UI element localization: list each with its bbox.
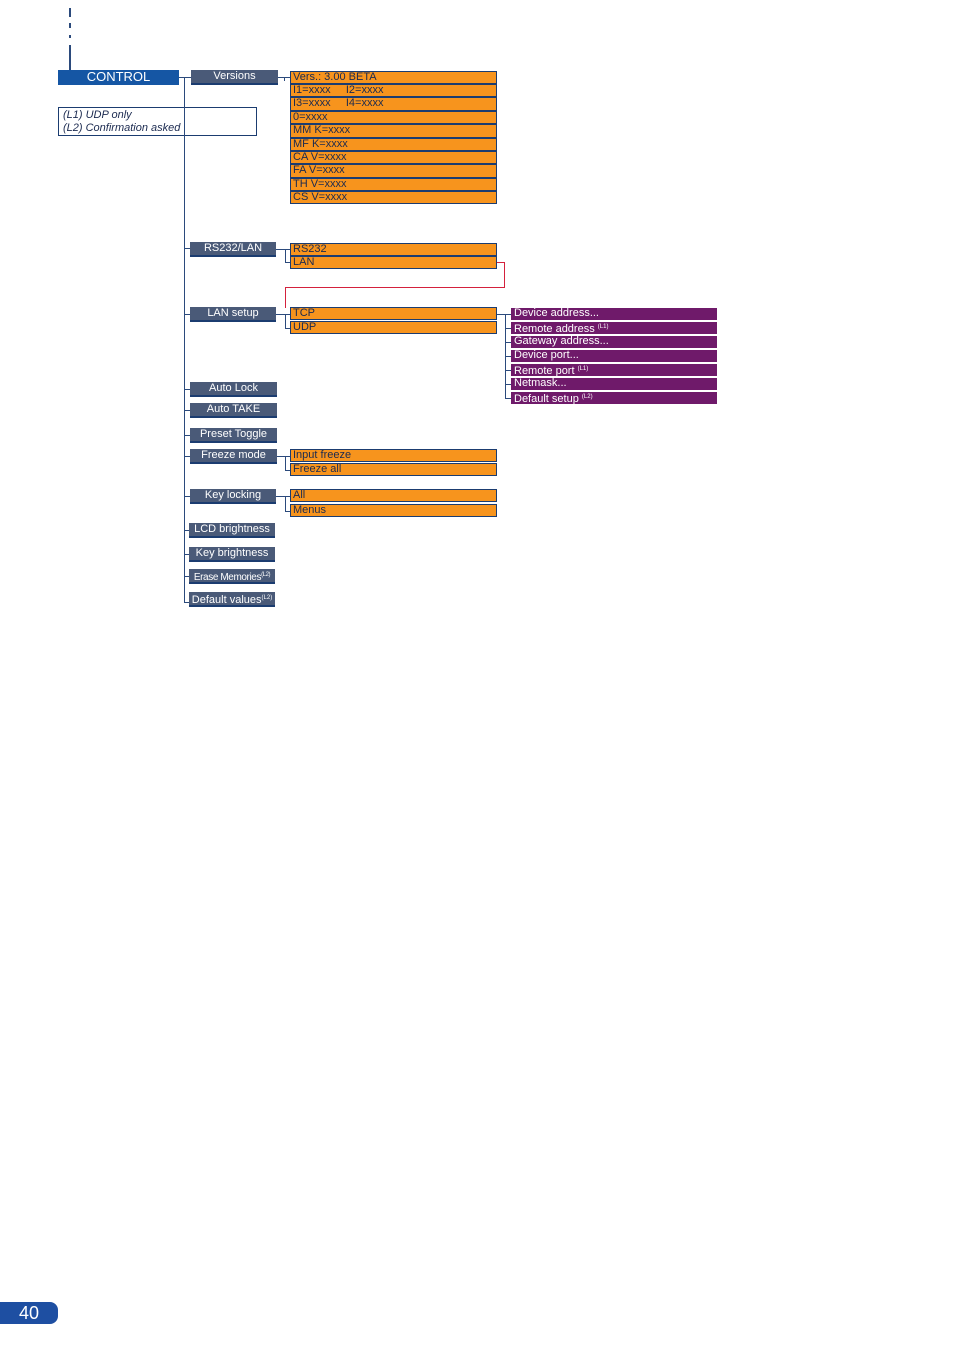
rs232lan-branch [285, 262, 290, 263]
version-row: I3=xxxx I4=xxxx [290, 97, 497, 111]
menu-branch [184, 496, 190, 497]
keylock-connector [276, 496, 290, 497]
spine-solid [69, 45, 71, 70]
menu-trunk [184, 77, 185, 603]
menu-branch [184, 576, 190, 577]
tcp-option[interactable]: Netmask... [511, 378, 717, 390]
version-row: CA V=xxxx [290, 151, 497, 164]
freeze-connector [277, 456, 290, 457]
menu-preset-toggle[interactable]: Preset Toggle [190, 428, 277, 443]
version-row: Vers.: 3.00 BETA [290, 71, 497, 84]
option-input-freeze[interactable]: Input freeze [290, 449, 497, 462]
tcp-option[interactable]: Device port... [511, 350, 717, 362]
tcp-branch [505, 370, 511, 371]
tcp-connector [497, 314, 511, 315]
menu-lcd-brightness[interactable]: LCD brightness [189, 523, 275, 538]
tcp-option-label: Default setup [514, 393, 579, 405]
menu-erase-memories-label: Erase Memories [193, 572, 262, 583]
version-row: MF K=xxxx [290, 138, 497, 151]
menu-key-brightness[interactable]: Key brightness [189, 547, 275, 562]
tcp-option-note: (L1) [597, 324, 609, 330]
menu-erase-memories[interactable]: Erase Memories(L2) [189, 569, 275, 584]
lansetup-vert [285, 314, 286, 328]
legend-note-l1: (L1) UDP only [63, 109, 132, 121]
menu-branch [184, 530, 190, 531]
menu-branch [184, 554, 190, 555]
menu-branch [184, 602, 190, 603]
tcp-option-note: (L1) [577, 366, 589, 372]
legend-notes: (L1) UDP only (L2) Confirmation asked [58, 107, 257, 136]
tcp-option[interactable]: Device address... [511, 308, 717, 320]
menu-lan-setup[interactable]: LAN setup [190, 307, 276, 322]
menu-erase-memories-note: (L2) [261, 572, 271, 578]
menu-branch [184, 410, 190, 411]
tcp-option-label: Remote address [514, 323, 595, 335]
tcp-option-note: (L2) [581, 394, 593, 400]
lan-link [497, 262, 505, 263]
tcp-option[interactable]: Remote port (L1) [511, 364, 717, 377]
spine-dash-1 [69, 8, 71, 17]
tcp-option-label: Remote port [514, 365, 575, 377]
tcp-branch [505, 356, 511, 357]
tcp-branch [505, 342, 511, 343]
menu-freeze-mode[interactable]: Freeze mode [190, 449, 277, 464]
rs232lan-connector [276, 249, 290, 250]
version-row: TH V=xxxx [290, 178, 497, 191]
control-root-button[interactable]: CONTROL [58, 70, 179, 85]
option-rs232[interactable]: RS232 [290, 243, 497, 256]
option-freeze-all[interactable]: Freeze all [290, 463, 497, 476]
menu-branch [184, 456, 190, 457]
version-row: I1=xxxx I2=xxxx [290, 84, 497, 97]
option-udp[interactable]: UDP [290, 321, 497, 334]
lan-link [504, 262, 505, 288]
menu-key-locking[interactable]: Key locking [190, 489, 276, 504]
lansetup-connector [276, 314, 290, 315]
option-menus[interactable]: Menus [290, 504, 497, 517]
tcp-branch [505, 328, 511, 329]
menu-default-values-note: (L2) [261, 595, 273, 601]
lan-link [285, 287, 505, 288]
version-row: MM K=xxxx [290, 124, 497, 138]
tcp-option[interactable]: Default setup (L2) [511, 392, 717, 405]
freeze-branch [285, 470, 290, 471]
menu-default-values[interactable]: Default values(L2) [189, 592, 275, 607]
tcp-branch [505, 384, 511, 385]
menu-auto-lock[interactable]: Auto Lock [190, 382, 277, 397]
menu-branch [184, 314, 190, 315]
menu-branch [184, 435, 190, 436]
option-tcp[interactable]: TCP [290, 307, 497, 320]
lan-link [285, 287, 286, 308]
keylock-vert [285, 496, 286, 511]
keylock-branch [285, 511, 290, 512]
rs232lan-vert [285, 249, 286, 262]
legend-note-l2: (L2) Confirmation asked [63, 122, 181, 134]
lansetup-branch [285, 328, 290, 329]
menu-versions[interactable]: Versions [191, 70, 278, 85]
versions-stub [284, 77, 285, 81]
menu-branch [184, 389, 190, 390]
menu-rs232-lan[interactable]: RS232/LAN [190, 242, 276, 257]
menu-branch [184, 248, 190, 249]
menu-default-values-label: Default values [191, 594, 262, 606]
page-number: 40 [0, 1302, 58, 1324]
option-all[interactable]: All [290, 489, 497, 502]
menu-auto-take[interactable]: Auto TAKE [190, 403, 277, 418]
spine-dash-2 [69, 23, 71, 28]
tcp-option[interactable]: Gateway address... [511, 336, 717, 348]
freeze-vert [285, 456, 286, 470]
version-row: FA V=xxxx [290, 164, 497, 178]
tcp-option[interactable]: Remote address (L1) [511, 322, 717, 335]
option-lan[interactable]: LAN [290, 256, 497, 269]
spine-dash-3 [69, 35, 71, 38]
version-row: 0=xxxx [290, 111, 497, 124]
version-row: CS V=xxxx [290, 191, 497, 204]
tcp-branch [505, 398, 511, 399]
root-connector [179, 77, 191, 78]
